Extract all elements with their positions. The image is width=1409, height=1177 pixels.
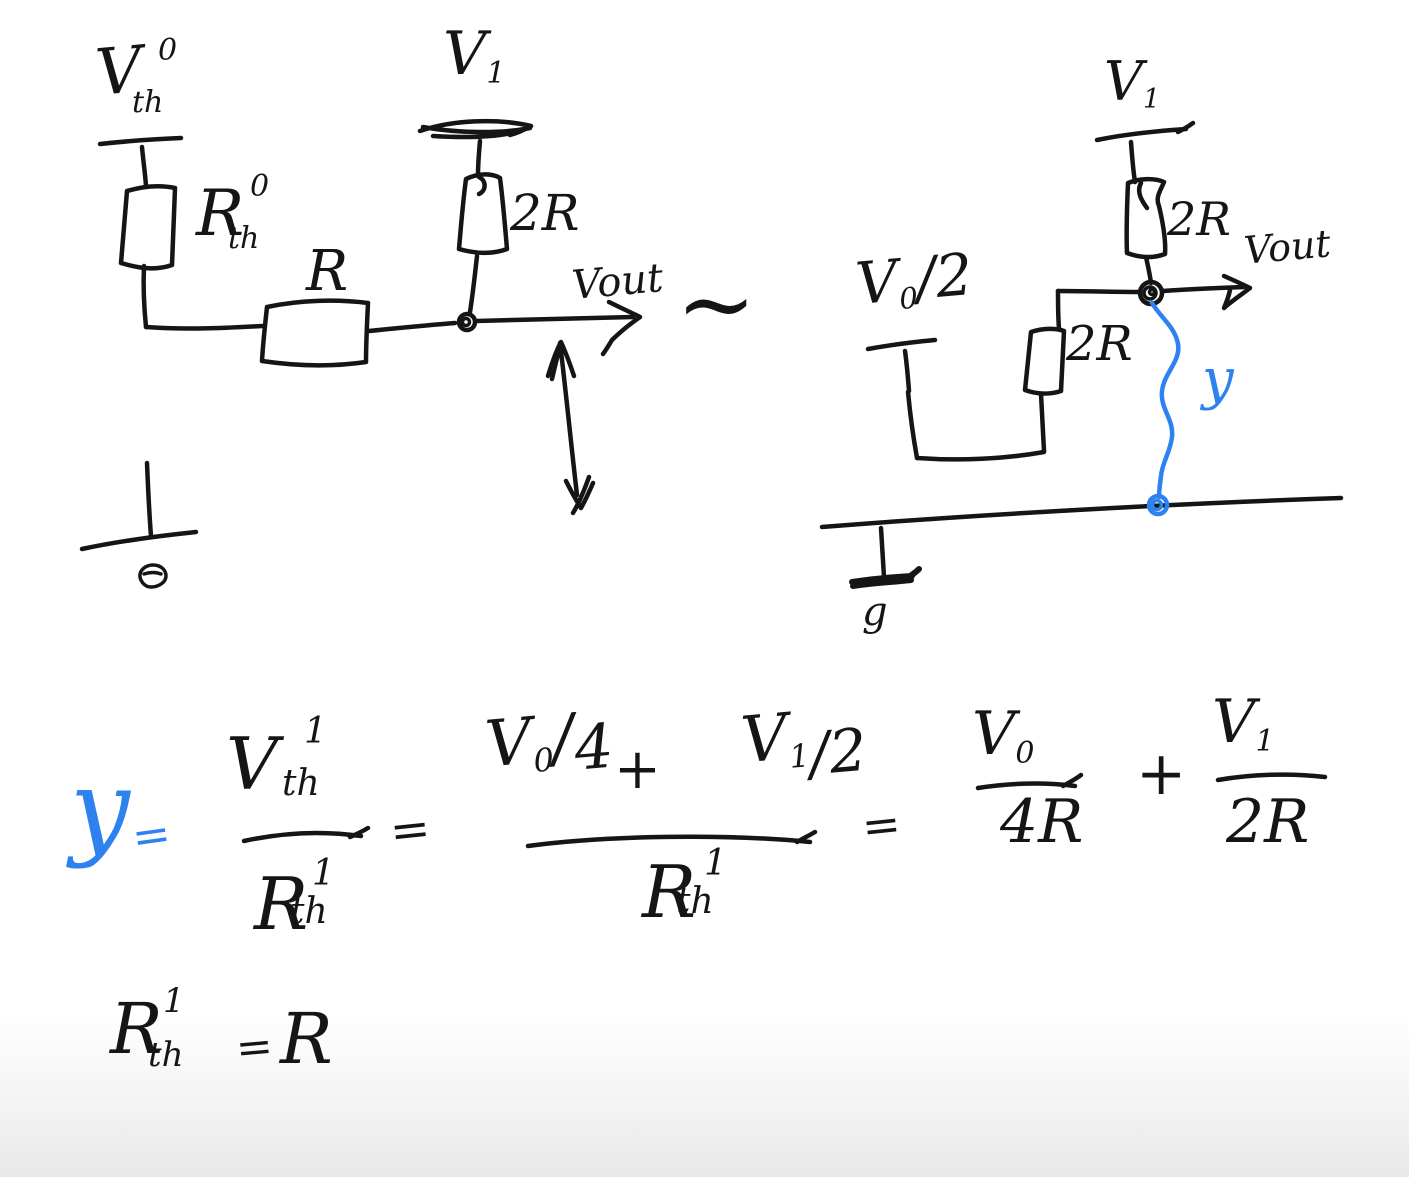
eq-frac1-denominator: R xyxy=(254,862,309,946)
left-top-resistor-curl xyxy=(476,174,487,197)
current-node-dot-inner xyxy=(1150,498,1164,512)
eq-frac4-denominator: 2R xyxy=(1226,787,1310,857)
eq2-lhs-sup: 1 xyxy=(163,981,185,1021)
wire xyxy=(914,449,1047,462)
wire xyxy=(1055,288,1062,332)
right-shunt-resistor-label: 2R xyxy=(1066,316,1133,372)
left-output-voltage-label: Vout xyxy=(570,255,665,309)
probe-arrow-top-head xyxy=(545,339,577,382)
left-thevenin-resistor-body xyxy=(118,184,178,271)
wire xyxy=(1055,288,1143,295)
eq-frac3-denominator: 4R xyxy=(1000,787,1084,857)
equation-strokes xyxy=(241,772,1328,849)
eq-frac2-denominator-sub: th xyxy=(676,881,714,922)
wire xyxy=(143,323,265,331)
left-source-resistance-label: R xyxy=(196,177,245,251)
right-source-voltage-label: V0/2 xyxy=(853,240,976,318)
eq-frac1-denominator-sub: th xyxy=(290,891,328,932)
eq-frac2-plus: + xyxy=(614,737,661,802)
eq-frac1-numerator-sub: th xyxy=(282,763,320,804)
fraction-bar-1 xyxy=(241,825,371,844)
eq-frac3-numerator: V0 xyxy=(972,699,1035,771)
left-top-node-voltage-label: V1 xyxy=(443,19,506,91)
left-ground-bar xyxy=(79,529,199,552)
eq-frac1-numerator: V xyxy=(226,722,278,806)
right-rail-stem xyxy=(1128,139,1138,185)
right-shunt-resistor-body xyxy=(1022,326,1067,396)
eq-blue-equals: = xyxy=(128,805,175,865)
left-ground-stem xyxy=(144,460,154,539)
left-ground-node-scribble xyxy=(138,563,168,589)
equivalence-tilde: ~ xyxy=(676,248,757,360)
left-source-resistance-label-sub: th xyxy=(228,221,260,256)
eq-frac1-denominator-sup: 1 xyxy=(312,853,335,894)
right-source-terminal-stem xyxy=(902,348,912,394)
left-series-resistor-label: R xyxy=(306,239,349,304)
right-rail-underline xyxy=(1094,120,1196,143)
wire xyxy=(905,389,920,461)
eq-equals-3: = xyxy=(859,796,904,854)
wire xyxy=(475,138,483,178)
ground-g-label: g xyxy=(862,589,888,635)
current-node-dot xyxy=(1146,493,1170,517)
eq-plus-2: + xyxy=(1136,739,1187,809)
left-source-resistance-label-sup: 0 xyxy=(250,169,270,204)
left-source-voltage-label-sup: 0 xyxy=(158,33,178,68)
left-source-terminal-bar xyxy=(97,135,184,147)
wire xyxy=(1038,391,1047,454)
right-circuit-strokes xyxy=(819,120,1344,589)
right-top-resistor-body xyxy=(1124,176,1168,260)
current-y-label: y xyxy=(1202,347,1234,412)
eq-frac2-denominator: R xyxy=(642,850,697,934)
eq2-lhs-sub: th xyxy=(148,1035,184,1075)
wire xyxy=(467,253,480,315)
fraction-bar-2 xyxy=(525,829,818,849)
eq2-rhs: R xyxy=(280,998,333,1080)
right-ground-bar xyxy=(849,566,922,589)
right-output-arrowhead xyxy=(1221,273,1253,311)
left-source-terminal-stem xyxy=(139,144,149,189)
eq-frac1-numerator-sup: 1 xyxy=(304,711,327,752)
probe-arrow-shaft xyxy=(557,340,580,498)
eq2-lhs: R xyxy=(110,988,163,1070)
ground-rail-line xyxy=(819,495,1344,530)
eq-equals-2: = xyxy=(387,800,434,860)
fraction-bar-3 xyxy=(975,772,1084,791)
wire xyxy=(473,314,636,324)
probe-arrow-bottom-head xyxy=(563,474,596,516)
left-supply-rail-scribble xyxy=(417,118,534,140)
right-output-node-dot-inner xyxy=(1147,287,1157,297)
right-top-node-voltage-label: V1 xyxy=(1104,50,1161,116)
eq-current-symbol: y xyxy=(70,747,130,870)
wire xyxy=(1143,254,1154,286)
left-top-resistor-label: 2R xyxy=(510,184,580,242)
right-source-terminal-bar xyxy=(865,337,938,352)
eq-frac4-numerator: V1 xyxy=(1212,687,1275,759)
left-series-resistor-body xyxy=(259,298,371,368)
right-ground-stem xyxy=(878,525,887,580)
left-output-node-dot-inner xyxy=(460,316,472,328)
eq-frac2-denominator-sup: 1 xyxy=(704,843,727,884)
eq-frac2-num-left: V0/4 xyxy=(482,701,617,785)
wire xyxy=(366,320,458,334)
eq2-equals: = xyxy=(233,1020,275,1075)
fraction-bar-4 xyxy=(1215,772,1328,783)
left-source-voltage-label-sub: th xyxy=(132,85,164,120)
left-output-arrowhead xyxy=(600,299,643,357)
left-top-resistor-body xyxy=(456,172,510,255)
wire xyxy=(1160,284,1247,294)
wire xyxy=(141,263,149,330)
eq-frac2-num-right: V1/2 xyxy=(738,700,870,789)
left-circuit-strokes xyxy=(79,118,643,589)
right-top-resistor-curl xyxy=(1136,180,1150,211)
current-squiggle xyxy=(1149,300,1181,500)
right-output-voltage-label: Vout xyxy=(1242,221,1333,273)
right-top-resistor-label: 2R xyxy=(1167,192,1231,246)
